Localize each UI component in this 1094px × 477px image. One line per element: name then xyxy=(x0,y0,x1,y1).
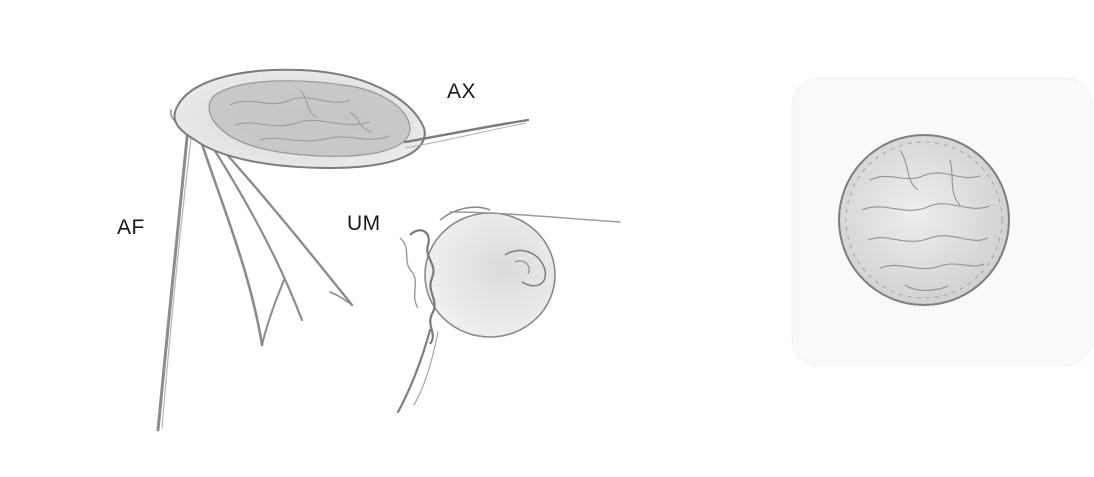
cyst-panel xyxy=(792,78,1092,366)
label-ax: AX xyxy=(447,80,476,104)
cyst-drawing xyxy=(839,135,1009,305)
label-um: UM xyxy=(347,212,381,236)
rounded-cell-body xyxy=(425,213,555,337)
trophozoite-rounded-drawing xyxy=(398,207,620,412)
label-af: AF xyxy=(117,216,145,240)
